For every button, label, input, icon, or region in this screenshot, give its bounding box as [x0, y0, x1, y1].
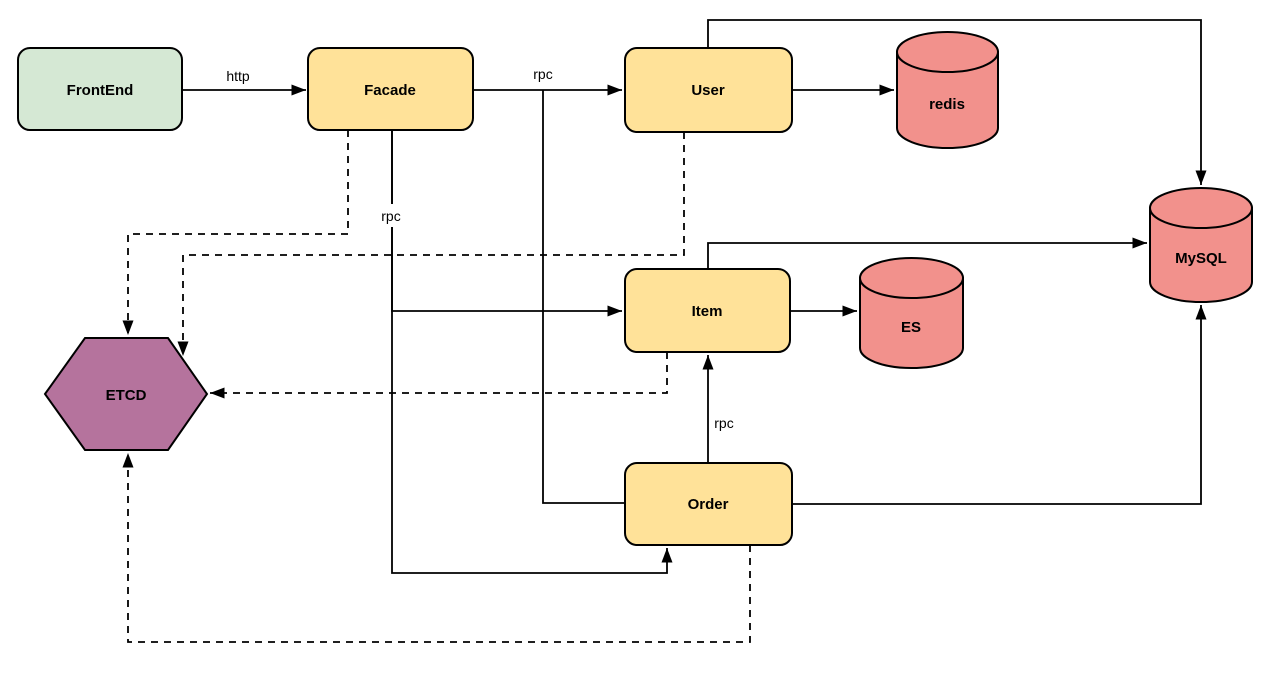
- user-label: User: [691, 82, 725, 99]
- item-label: Item: [692, 303, 723, 320]
- item-box: [624, 268, 791, 353]
- es-cylinder-top: [859, 257, 964, 299]
- order-label: Order: [688, 496, 729, 513]
- es-label: ES: [901, 319, 921, 336]
- user-box: [624, 47, 793, 133]
- facade-box: [307, 47, 474, 131]
- node-facade: Facade: [307, 47, 474, 131]
- edge-label-bg: [373, 204, 410, 227]
- mysql-cylinder-top: [1149, 187, 1253, 229]
- etcd-hexagon: [43, 337, 209, 451]
- node-mysql: MySQL: [1149, 187, 1253, 303]
- redis-cylinder-body: [896, 51, 999, 149]
- node-frontend: FrontEnd: [17, 47, 183, 131]
- facade-label: Facade: [364, 82, 416, 99]
- edge-item-etcd: [210, 352, 668, 399]
- edge-order-mysql: [792, 305, 1207, 505]
- edge-user-etcd: [177, 132, 685, 356]
- node-order: Order: [624, 462, 793, 546]
- etcd-label: ETCD: [106, 387, 147, 404]
- edge-label-rpc-order-item: rpc: [714, 415, 733, 431]
- node-item: Item: [624, 268, 791, 353]
- es-cylinder-body: [859, 277, 964, 369]
- edge-label-rpc-facade-user: rpc: [533, 66, 552, 82]
- edge-facade-item: [391, 130, 622, 317]
- edge-item-mysql: [707, 237, 1147, 269]
- edge-facade-order-bottom: [391, 130, 673, 574]
- edge-user-mysql: [707, 19, 1207, 185]
- edge-facade-etcd: [122, 130, 349, 335]
- edge-order-etcd: [122, 453, 751, 643]
- node-user: User: [624, 47, 793, 133]
- edge-label-rpc-facade-item: rpc: [381, 208, 400, 224]
- frontend-box: [17, 47, 183, 131]
- order-box: [624, 462, 793, 546]
- node-redis: redis: [896, 31, 999, 149]
- edge-label-http: http: [226, 68, 250, 84]
- node-etcd: ETCD: [43, 337, 209, 451]
- node-es: ES: [859, 257, 964, 369]
- mysql-label: MySQL: [1175, 250, 1227, 267]
- mysql-cylinder-body: [1149, 207, 1253, 303]
- edge-facade-order-left: [542, 90, 625, 504]
- redis-cylinder-top: [896, 31, 999, 73]
- frontend-label: FrontEnd: [67, 82, 134, 99]
- redis-label: redis: [929, 96, 965, 113]
